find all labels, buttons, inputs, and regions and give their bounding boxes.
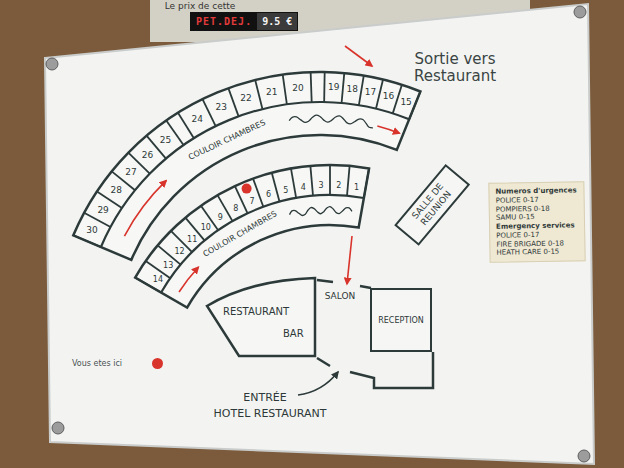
room-number: 9 xyxy=(218,213,223,222)
emergency-note: Numeros d'urgencesPOLICE 0-17POMPIERS 0-… xyxy=(488,181,585,263)
room-number: 3 xyxy=(319,182,324,191)
room-wall xyxy=(283,75,287,105)
push-pin xyxy=(46,58,58,70)
room-wall xyxy=(329,165,331,195)
garden-wave xyxy=(290,207,352,216)
room-wall xyxy=(84,213,110,227)
note-line: Numeros d'urgences xyxy=(495,186,576,196)
note-line: Emergency services xyxy=(496,221,575,231)
area-name: RESTAURANT xyxy=(223,306,289,317)
wing-outline xyxy=(73,72,420,260)
price-display: PET.DEJ.9.5 € xyxy=(190,12,298,31)
room-number: 22 xyxy=(240,93,251,103)
room-number: 13 xyxy=(163,261,173,270)
room-wall xyxy=(255,80,262,109)
room-number: 1 xyxy=(354,183,359,192)
note-line: SAMU 0-15 xyxy=(496,213,535,222)
room-wall xyxy=(359,76,364,106)
room-number: 4 xyxy=(301,183,306,192)
restaurant-area: RESTAURANT BAR xyxy=(205,276,318,358)
corridor-wall xyxy=(161,195,364,293)
note-line: FIRE BRIGADE 0-18 xyxy=(496,239,564,249)
room-number: 19 xyxy=(328,82,339,92)
room-number: 29 xyxy=(97,205,108,215)
room-number: 15 xyxy=(400,97,411,107)
room-number: 11 xyxy=(187,235,197,244)
room-wall xyxy=(228,88,238,116)
entrance-arrow xyxy=(298,372,338,395)
room-number: 12 xyxy=(175,248,185,257)
room-wall xyxy=(323,72,325,102)
room-number: 2 xyxy=(336,182,341,191)
room-wall xyxy=(342,73,345,103)
note-line: POMPIERS 0-18 xyxy=(496,204,550,214)
push-pin xyxy=(574,6,586,18)
room-number: 7 xyxy=(249,197,254,206)
note-line: POLICE 0-17 xyxy=(496,231,539,241)
room-number: 6 xyxy=(266,191,271,200)
price-text: PET.DEJ. xyxy=(191,13,257,30)
room-number: 26 xyxy=(142,150,153,160)
garden-wave xyxy=(289,115,373,128)
exit-note: Sortie vers Restaurant xyxy=(390,51,520,86)
entrance-label: ENTRÉE xyxy=(243,392,286,405)
corridor-arrow xyxy=(179,267,198,292)
room-number: 8 xyxy=(233,204,238,213)
area-name: RECEPTION xyxy=(378,316,424,325)
room-number: 5 xyxy=(283,186,288,195)
legend-swatch xyxy=(152,358,163,369)
legend: Vous etes ici xyxy=(72,358,163,369)
room-wall xyxy=(311,72,312,102)
room-wall xyxy=(272,173,280,202)
corridor-arrow xyxy=(124,181,166,236)
room-number: 14 xyxy=(153,276,163,285)
room-wall xyxy=(347,166,350,196)
building-wall xyxy=(317,352,433,388)
room-number: 20 xyxy=(292,83,303,93)
push-pin xyxy=(578,450,590,462)
entrance-label: HOTEL RESTAURANT xyxy=(214,408,327,421)
room-wall xyxy=(376,80,383,109)
room-wall xyxy=(203,99,216,126)
room-number: 24 xyxy=(192,114,203,124)
restaurant-outline xyxy=(205,276,317,358)
room-number: 30 xyxy=(86,225,97,235)
here-dot xyxy=(242,184,252,194)
legend-item: Vous etes ici xyxy=(72,358,163,369)
reception-box: RECEPTION xyxy=(370,288,432,352)
corridor-arrow xyxy=(347,236,352,284)
room-number: 18 xyxy=(346,84,357,94)
exit-arrow xyxy=(345,46,372,66)
note-line: HEATH CARE 0-15 xyxy=(496,248,559,258)
restaurant-wall xyxy=(207,278,315,356)
legend-text: Vous etes ici xyxy=(72,359,122,368)
room-number: 17 xyxy=(365,87,376,97)
room-wall xyxy=(364,168,369,198)
room-number: 23 xyxy=(215,102,226,112)
note-line: POLICE 0-17 xyxy=(496,196,539,206)
room-number: 10 xyxy=(201,224,211,233)
building-wall xyxy=(317,280,371,288)
area-name: SALON xyxy=(325,291,356,301)
paper-sheet xyxy=(45,4,594,464)
room-wing xyxy=(73,72,420,260)
room-number: 21 xyxy=(266,86,277,96)
room-wall xyxy=(253,179,263,207)
room-wall xyxy=(291,168,296,198)
push-pin xyxy=(52,422,64,434)
room-number: 27 xyxy=(125,167,136,177)
room-wall xyxy=(310,166,313,196)
room-number: 16 xyxy=(383,91,394,101)
room-number: 25 xyxy=(160,135,171,145)
room-wall xyxy=(178,113,194,138)
area-name: BAR xyxy=(283,328,304,339)
room-wall xyxy=(73,235,101,247)
price-text: 9.5 € xyxy=(257,13,297,30)
room-number: 28 xyxy=(110,185,121,195)
corridor-arrow xyxy=(377,126,399,133)
sign-text: Le prix de cette xyxy=(165,1,236,11)
